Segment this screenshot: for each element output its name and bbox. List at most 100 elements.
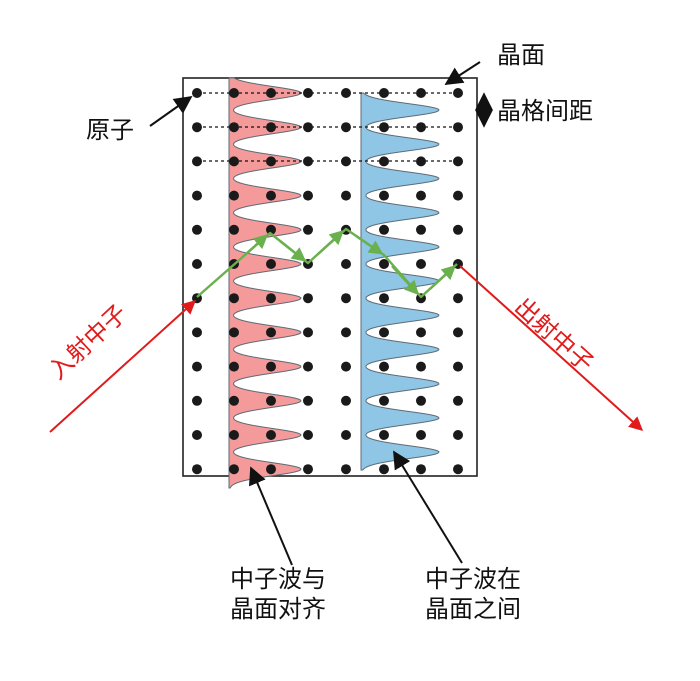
- aligned-wave-pointer-arrow: [249, 466, 293, 566]
- atom: [266, 464, 276, 475]
- atom: [379, 430, 389, 440]
- atom: [453, 293, 463, 304]
- atom: [453, 361, 463, 372]
- atom: [341, 327, 351, 338]
- atom: [266, 395, 276, 406]
- atom: [341, 88, 351, 98]
- atom: [379, 361, 389, 372]
- atom: [192, 259, 202, 269]
- atom: [341, 464, 351, 475]
- atom: [303, 122, 313, 133]
- atom: [192, 327, 202, 338]
- atom: [229, 464, 239, 475]
- atom: [229, 122, 239, 133]
- atom: [379, 464, 389, 475]
- atom: [416, 156, 426, 167]
- between-wave-pointer-arrow: [393, 450, 463, 564]
- atom: [341, 190, 351, 201]
- plane-pointer-arrow: [444, 61, 481, 85]
- atom-pointer-arrow: [149, 95, 193, 127]
- lattice-spacing-label: 晶格间距: [497, 97, 593, 125]
- atom: [416, 395, 426, 406]
- atom: [266, 190, 276, 201]
- atom: [341, 293, 351, 304]
- atom: [229, 395, 239, 406]
- atom: [453, 224, 463, 235]
- atom: [266, 88, 276, 98]
- atom: [416, 327, 426, 338]
- atom: [303, 464, 313, 475]
- atom: [453, 122, 463, 133]
- atom-grid: [192, 88, 463, 475]
- crystal-planes: [197, 92, 462, 162]
- atom: [303, 327, 313, 338]
- atom: [192, 395, 202, 406]
- atom: [192, 122, 202, 133]
- atom: [453, 327, 463, 338]
- crystal-plane-label: 晶面: [497, 41, 545, 69]
- reflection-path: [196, 227, 458, 299]
- aligned-wave-curve: [228, 77, 302, 489]
- atom: [229, 361, 239, 372]
- atom: [229, 224, 239, 235]
- atom: [303, 88, 313, 98]
- atom: [229, 293, 239, 304]
- atom: [379, 327, 389, 338]
- atom: [416, 88, 426, 98]
- atom: [341, 361, 351, 372]
- atom: [229, 430, 239, 440]
- atom: [229, 156, 239, 167]
- atom: [192, 430, 202, 440]
- atom: [266, 156, 276, 167]
- reflection-path-arrowheads: [245, 230, 457, 296]
- atom: [379, 156, 389, 167]
- atom-label: 原子: [86, 116, 134, 144]
- atom: [303, 224, 313, 235]
- atom: [192, 190, 202, 201]
- atom: [416, 224, 426, 235]
- atom: [379, 259, 389, 269]
- atom: [266, 430, 276, 440]
- atom: [303, 293, 313, 304]
- aligned-wave-label-line2: 晶面对齐: [230, 595, 326, 623]
- atom: [453, 156, 463, 167]
- atom: [266, 259, 276, 269]
- incident-neutron-arrow: [49, 300, 197, 433]
- atom: [379, 190, 389, 201]
- atom: [341, 122, 351, 133]
- atom: [453, 190, 463, 201]
- atom: [266, 361, 276, 372]
- atom: [303, 395, 313, 406]
- atom: [416, 430, 426, 440]
- atom: [229, 88, 239, 98]
- atom: [341, 156, 351, 167]
- aligned-wave-band: [228, 77, 302, 489]
- atom: [453, 464, 463, 475]
- atom: [229, 190, 239, 201]
- atom: [266, 327, 276, 338]
- atom: [266, 122, 276, 133]
- atom: [379, 293, 389, 304]
- atom: [341, 395, 351, 406]
- atom: [192, 156, 202, 167]
- atom: [416, 464, 426, 475]
- atom: [379, 395, 389, 406]
- atom: [341, 430, 351, 440]
- atom: [266, 224, 276, 235]
- atom: [379, 88, 389, 98]
- atom: [192, 361, 202, 372]
- atom: [341, 259, 351, 269]
- between-wave-label-line1: 中子波在: [425, 565, 521, 593]
- atom: [379, 122, 389, 133]
- atom: [303, 361, 313, 372]
- atom: [416, 259, 426, 269]
- atom: [266, 293, 276, 304]
- atom: [192, 464, 202, 475]
- outgoing-neutron-arrow: [459, 265, 644, 431]
- atom: [379, 224, 389, 235]
- atom: [416, 122, 426, 133]
- atom: [229, 327, 239, 338]
- atom: [453, 88, 463, 98]
- atom: [192, 88, 202, 98]
